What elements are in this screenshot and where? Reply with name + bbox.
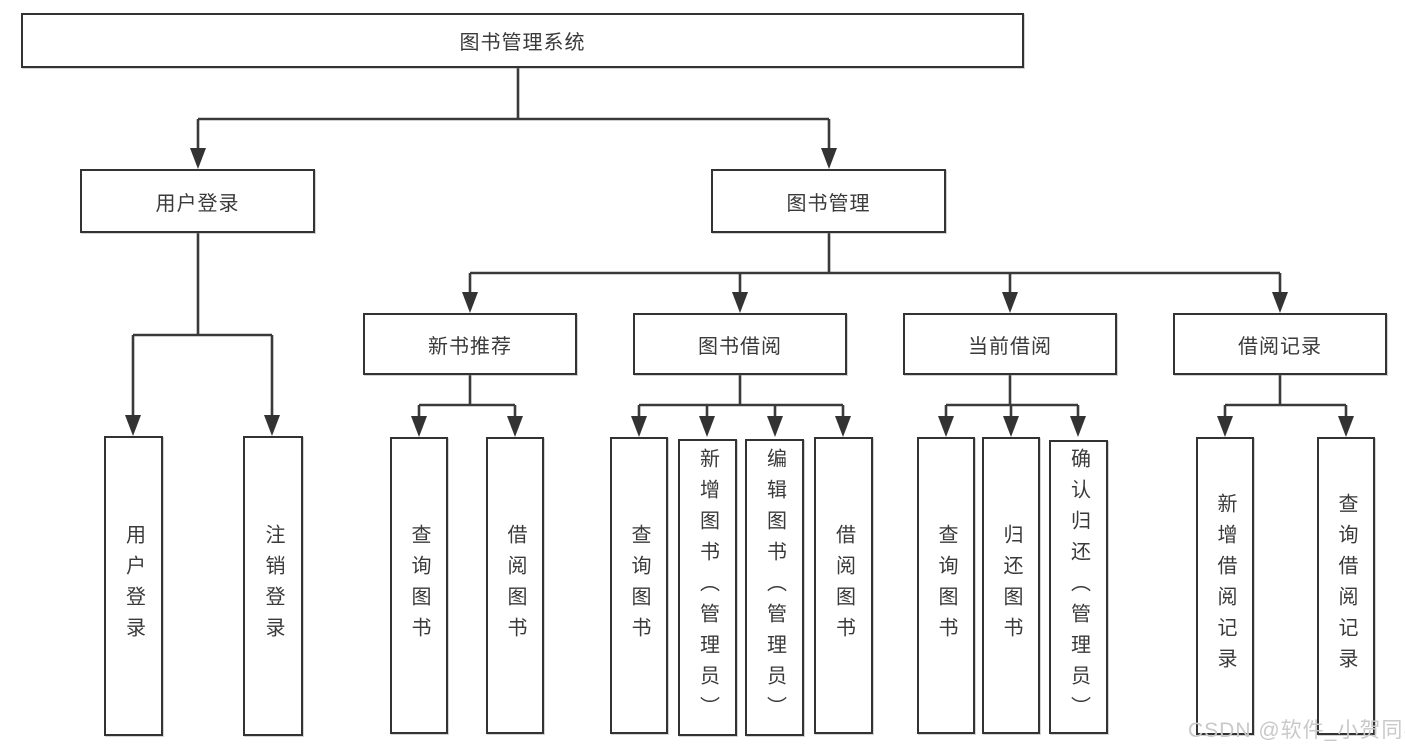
leaf-cb-return-books-label: 归还图书	[1000, 523, 1022, 648]
node-book-management-label: 图书管理	[786, 192, 871, 215]
node-user-login: 用户登录	[80, 169, 315, 233]
leaf-nbr-borrow-books-label: 借阅图书	[504, 523, 526, 648]
leaf-nbr-query-books: 查询图书	[390, 437, 448, 734]
leaf-cb-confirm-return-admin: 确认归还（管理员）	[1049, 440, 1108, 734]
node-current-borrow: 当前借阅	[903, 313, 1117, 375]
node-book-management: 图书管理	[711, 169, 946, 233]
leaf-nbr-borrow-books: 借阅图书	[486, 437, 544, 734]
leaf-br-add-borrow-record-label: 新增借阅记录	[1214, 493, 1236, 679]
leaf-bb-query-books: 查询图书	[610, 437, 668, 734]
leaf-bb-borrow-books-label: 借阅图书	[832, 523, 855, 648]
node-new-book-recommend-label: 新书推荐	[428, 335, 512, 358]
node-borrow-records: 借阅记录	[1173, 313, 1387, 375]
node-current-borrow-label: 当前借阅	[968, 335, 1052, 358]
leaf-br-query-borrow-record: 查询借阅记录	[1317, 437, 1375, 735]
node-book-borrow: 图书借阅	[633, 313, 847, 375]
leaf-bb-borrow-books: 借阅图书	[814, 437, 873, 734]
leaf-bb-add-books-admin: 新增图书（管理员）	[678, 439, 737, 736]
node-new-book-recommend: 新书推荐	[363, 313, 577, 375]
leaf-cb-query-books: 查询图书	[917, 437, 975, 734]
watermark: CSDN @软件_小贺同学	[1188, 719, 1405, 742]
leaf-cb-query-books-label: 查询图书	[935, 523, 957, 648]
node-root-label: 图书管理系统	[459, 32, 586, 54]
leaf-logout: 注销登录	[243, 436, 303, 736]
leaf-cb-return-books: 归还图书	[982, 437, 1040, 734]
leaf-bb-edit-books-admin: 编辑图书（管理员）	[745, 439, 804, 736]
leaf-bb-query-books-label: 查询图书	[628, 523, 650, 648]
node-user-login-label: 用户登录	[155, 192, 240, 215]
leaf-user-login: 用户登录	[104, 436, 163, 736]
node-borrow-records-label: 借阅记录	[1238, 335, 1322, 358]
node-book-borrow-label: 图书借阅	[698, 335, 782, 358]
leaf-br-query-borrow-record-label: 查询借阅记录	[1335, 493, 1357, 679]
leaf-bb-add-books-admin-label: 新增图书（管理员）	[696, 448, 719, 727]
leaf-cb-confirm-return-admin-label: 确认归还（管理员）	[1067, 447, 1090, 727]
leaf-logout-label: 注销登录	[262, 524, 284, 648]
node-root: 图书管理系统	[21, 13, 1024, 68]
leaf-user-login-label: 用户登录	[122, 524, 145, 648]
leaf-bb-edit-books-admin-label: 编辑图书（管理员）	[763, 448, 786, 727]
leaf-nbr-query-books-label: 查询图书	[408, 523, 430, 648]
leaf-br-add-borrow-record: 新增借阅记录	[1196, 437, 1254, 735]
